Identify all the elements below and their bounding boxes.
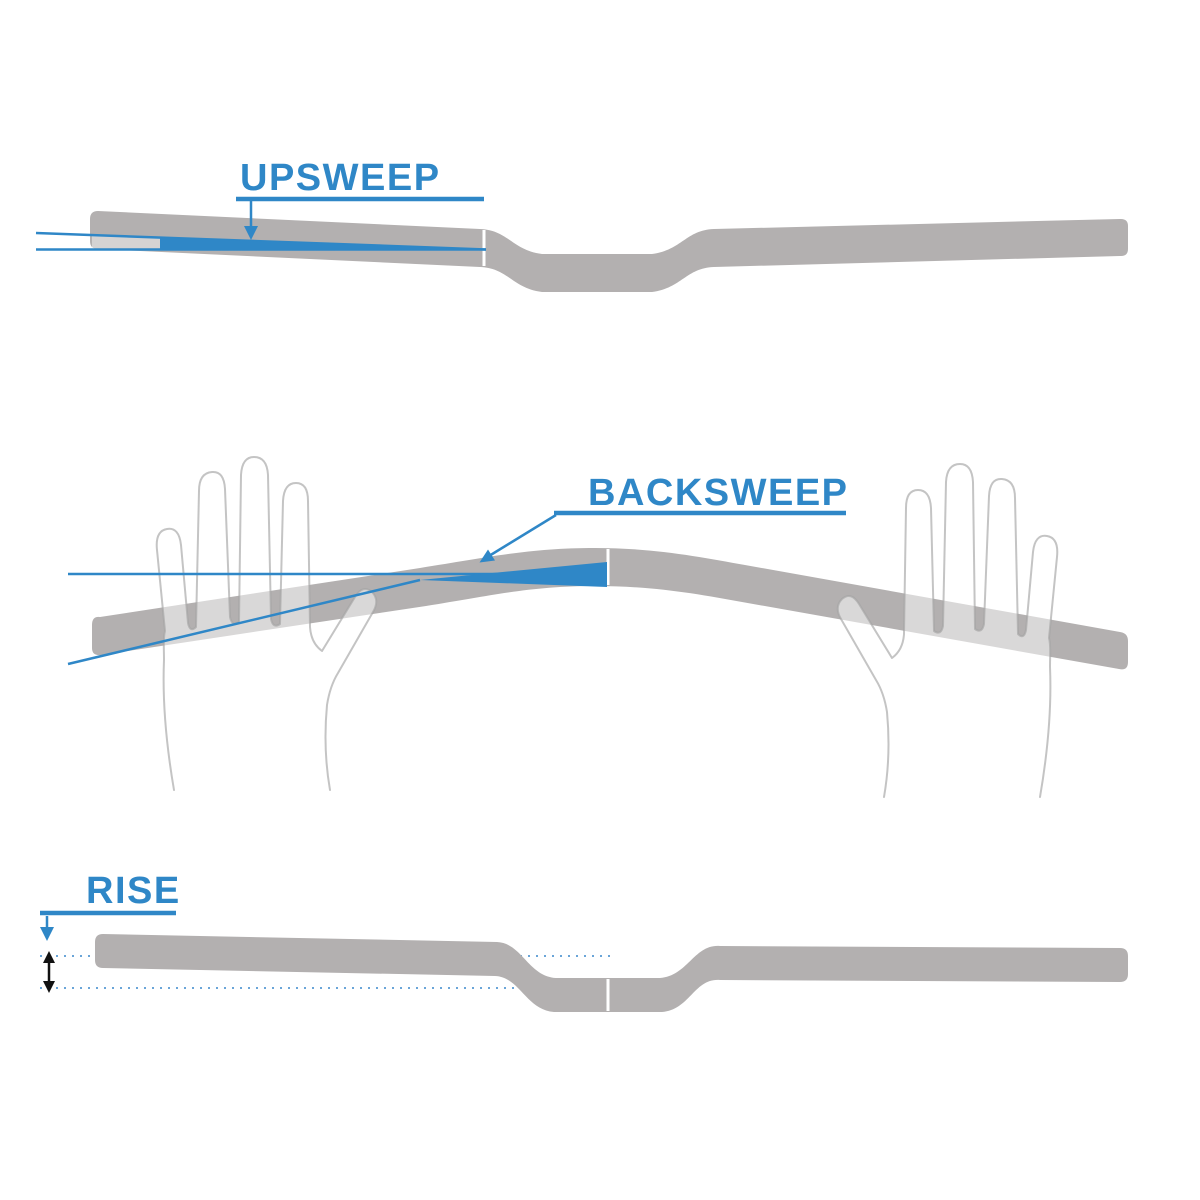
rise-measure-arrowhead-top-icon — [43, 951, 55, 963]
backsweep-pointer-arrowhead-icon — [479, 549, 495, 563]
upsweep-section: UPSWEEP — [35, 157, 1128, 292]
rise-measure-arrowhead-bottom-icon — [43, 981, 55, 993]
upsweep-label: UPSWEEP — [240, 157, 441, 199]
backsweep-label: BACKSWEEP — [588, 472, 849, 514]
upsweep-angle-wedge — [160, 237, 486, 251]
rise-handlebar — [95, 934, 1128, 1012]
rise-label: RISE — [86, 870, 181, 912]
upsweep-pointer-arrowhead-icon — [244, 226, 258, 240]
rise-section: RISE — [40, 870, 1128, 1012]
upsweep-handlebar — [90, 211, 1128, 292]
backsweep-section: BACKSWEEP — [67, 456, 1128, 798]
backsweep-axis-line — [67, 578, 421, 666]
backsweep-pointer-line — [488, 513, 557, 558]
rise-pointer-arrowhead-icon — [40, 927, 54, 941]
right-hand-outline — [836, 463, 1059, 798]
backsweep-angle-wedge — [420, 562, 607, 587]
